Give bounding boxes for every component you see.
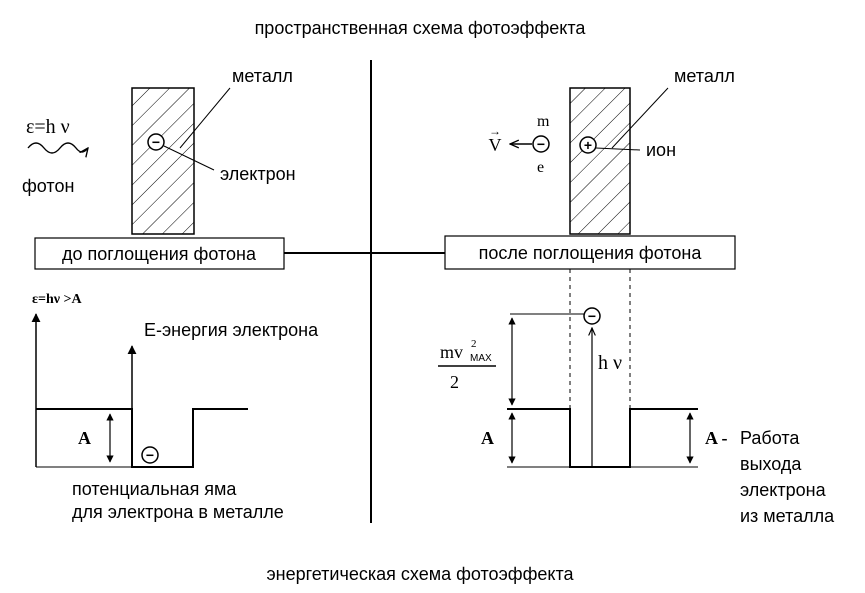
- well-caption-line1: потенциальная яма: [72, 479, 237, 499]
- left-energy-panel: ε=hν >A E-энергия электрона A − потенциа…: [31, 292, 319, 522]
- work-label-left: A: [481, 428, 494, 448]
- left-electron-sign: −: [152, 134, 160, 150]
- ion-sign: +: [584, 137, 592, 153]
- well-caption-line2: для электрона в металле: [72, 502, 284, 522]
- kinetic-numerator: mv: [440, 342, 463, 362]
- free-electron-icon: [532, 135, 550, 153]
- potential-well: [36, 408, 248, 468]
- left-spatial-panel: металл ε=h ν фотон − электрон до поглоще…: [22, 66, 296, 270]
- right-potential-well: [507, 408, 698, 468]
- left-state-box: [34, 237, 285, 270]
- bottom-title: энергетическая схема фотоэффекта: [266, 564, 574, 584]
- photon-energy-label: h ν: [598, 352, 622, 374]
- left-metal-pointer: [179, 87, 231, 149]
- right-metal-label: металл: [674, 66, 735, 86]
- left-state-label: до поглощения фотона: [62, 244, 257, 264]
- work-definition-line3: электрона: [740, 480, 827, 500]
- energy-axis-label: E-энергия электрона: [144, 320, 319, 340]
- right-spatial-panel: металл m − e → V + ион после поглощения …: [444, 66, 736, 270]
- work-definition-line1: Работа: [740, 428, 800, 448]
- ion-icon: [579, 136, 597, 154]
- right-metal-pointer: [611, 87, 669, 149]
- work-label: A: [78, 428, 91, 448]
- mass-label: m: [537, 113, 550, 130]
- energy-condition: ε=hν >A: [32, 292, 82, 307]
- top-title: пространственная схема фотоэффекта: [255, 18, 587, 38]
- right-state-box: [444, 235, 736, 270]
- velocity-vector-glyph: →: [489, 124, 501, 138]
- photon-wave-icon: [27, 142, 88, 153]
- ion-label: ион: [646, 140, 676, 160]
- well-electron-sign: −: [146, 447, 154, 463]
- charge-label: e: [537, 159, 544, 176]
- photon-label: фотон: [22, 176, 74, 196]
- electron-label: электрон: [220, 164, 296, 184]
- right-energy-panel: − h ν mv 2 MAX 2 A A - Работа выхода эле…: [438, 269, 835, 526]
- electron-pointer: [163, 145, 215, 171]
- work-definition-line2: выхода: [740, 454, 802, 474]
- photon-formula: ε=h ν: [26, 116, 70, 138]
- left-electron-icon: [147, 133, 165, 151]
- kinetic-subscript: MAX: [470, 353, 492, 364]
- left-metal-slab: [131, 87, 195, 235]
- kinetic-denominator: 2: [450, 372, 459, 392]
- right-metal-slab: [569, 87, 631, 235]
- ion-pointer: [595, 147, 641, 151]
- work-label-right: A -: [705, 428, 728, 448]
- right-state-label: после поглощения фотона: [479, 243, 703, 263]
- work-definition-line4: из металла: [740, 506, 835, 526]
- well-electron-icon: [141, 446, 159, 464]
- ejected-electron-sign: −: [588, 308, 596, 324]
- ejected-electron-icon: [583, 307, 601, 325]
- kinetic-exponent: 2: [471, 338, 477, 350]
- velocity-label: V: [489, 135, 502, 155]
- left-metal-label: металл: [232, 66, 293, 86]
- free-electron-sign: −: [537, 136, 545, 152]
